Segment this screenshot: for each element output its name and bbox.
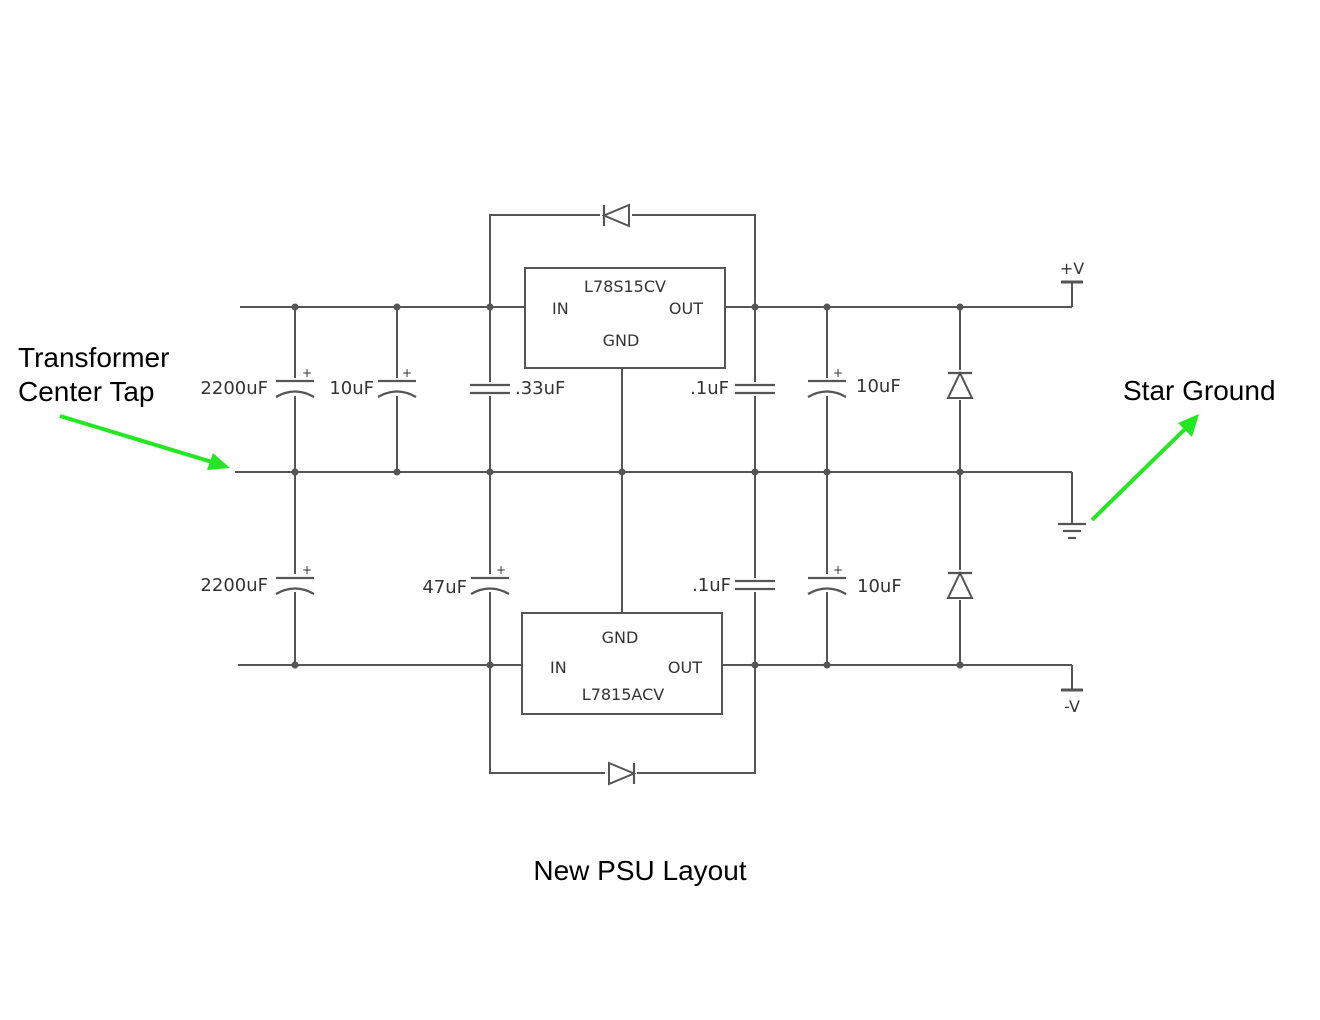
diode-rail-bottom bbox=[946, 570, 974, 600]
svg-text:+: + bbox=[833, 366, 843, 380]
junction-dots bbox=[291, 303, 964, 669]
regulator-negative-part: L7815ACV bbox=[582, 685, 664, 704]
capacitor-c9-label: 10uF bbox=[857, 576, 902, 597]
callout-star-ground-text: Star Ground bbox=[1123, 375, 1276, 406]
capacitor-c8-label: .1uF bbox=[692, 575, 731, 596]
diode-rail-top bbox=[946, 370, 974, 400]
capacitor-c2-label: 10uF bbox=[329, 378, 374, 399]
svg-text:+: + bbox=[833, 563, 843, 577]
arrow-star-ground-icon bbox=[1090, 426, 1188, 522]
terminal-negative: -V bbox=[1061, 665, 1083, 716]
arrowhead-center-tap-icon bbox=[207, 453, 230, 470]
capacitor-c8: .1uF bbox=[692, 575, 776, 596]
svg-text:+: + bbox=[302, 563, 312, 577]
rail-wires bbox=[235, 306, 1072, 666]
terminal-positive-label: +V bbox=[1060, 259, 1084, 278]
capacitor-c3-label: .33uF bbox=[515, 378, 565, 399]
svg-text:+: + bbox=[402, 366, 412, 380]
callout-center-tap-line1: Transformer bbox=[18, 342, 169, 373]
diode-bypass-bottom bbox=[605, 761, 637, 786]
diagram-caption: New PSU Layout bbox=[533, 855, 746, 886]
capacitor-c6: + 2200uF bbox=[200, 563, 317, 596]
callout-star-ground: Star Ground bbox=[1090, 375, 1276, 522]
callout-center-tap: Transformer Center Tap bbox=[18, 342, 230, 470]
diode-bypass-top bbox=[600, 203, 632, 228]
capacitor-c4-label: .1uF bbox=[690, 378, 729, 399]
terminal-positive: +V bbox=[1060, 259, 1084, 307]
regulator-positive: L78S15CV IN OUT GND bbox=[524, 267, 726, 369]
regulator-negative-in: IN bbox=[550, 658, 567, 677]
capacitor-c7-label: 47uF bbox=[422, 577, 467, 598]
capacitor-c6-label: 2200uF bbox=[200, 575, 268, 596]
capacitor-c5: + 10uF bbox=[807, 366, 901, 398]
arrowhead-star-ground-icon bbox=[1178, 414, 1199, 437]
capacitor-c1-label: 2200uF bbox=[200, 378, 268, 399]
regulator-negative-gnd: GND bbox=[602, 628, 639, 647]
regulator-positive-part: L78S15CV bbox=[584, 277, 666, 296]
capacitor-c9: + 10uF bbox=[807, 563, 902, 597]
arrow-center-tap-icon bbox=[59, 414, 213, 464]
regulator-negative-out: OUT bbox=[668, 658, 702, 677]
regulator-negative: GND IN OUT L7815ACV bbox=[521, 612, 723, 715]
capacitor-branches bbox=[294, 307, 961, 665]
callout-center-tap-line2: Center Tap bbox=[18, 376, 154, 407]
regulator-positive-gnd: GND bbox=[603, 331, 640, 350]
regulator-positive-in: IN bbox=[552, 299, 569, 318]
svg-text:+: + bbox=[302, 366, 312, 380]
svg-text:+: + bbox=[496, 563, 506, 577]
regulator-positive-out: OUT bbox=[669, 299, 703, 318]
capacitor-c4: .1uF bbox=[690, 378, 776, 399]
capacitor-c7: + 47uF bbox=[422, 563, 512, 598]
terminal-negative-label: -V bbox=[1064, 697, 1080, 716]
ground-symbol-icon bbox=[1058, 472, 1086, 540]
capacitor-c3: .33uF bbox=[469, 378, 565, 399]
capacitor-c5-label: 10uF bbox=[856, 376, 901, 397]
capacitor-c1: + 2200uF bbox=[200, 366, 317, 399]
capacitor-c2: + 10uF bbox=[329, 366, 419, 399]
